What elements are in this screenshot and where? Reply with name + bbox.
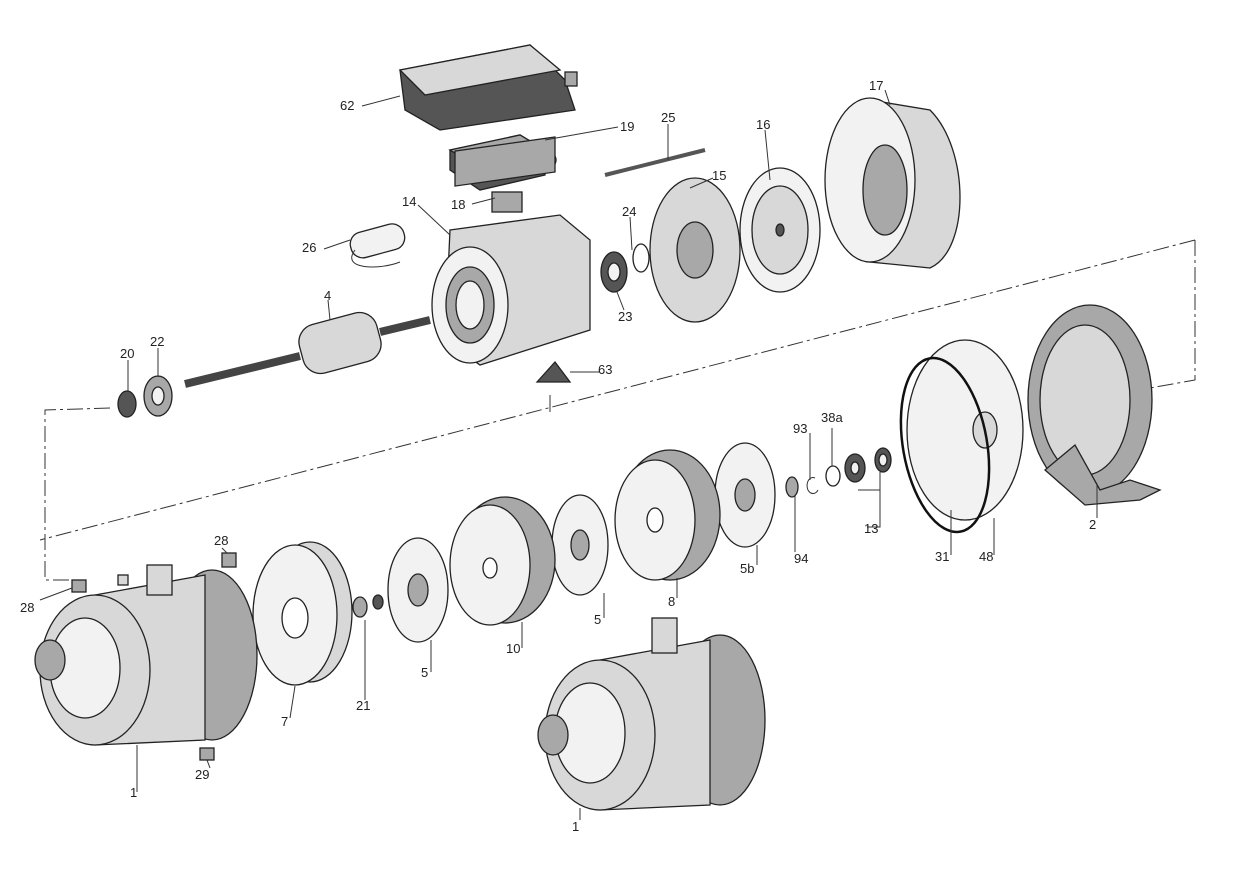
terminal-board-part xyxy=(491,191,523,213)
bearing-front-part xyxy=(143,375,173,417)
screw-part xyxy=(117,574,129,586)
label-7: 7 xyxy=(281,714,288,729)
impeller-last-part xyxy=(714,442,776,548)
spacer-part xyxy=(785,476,799,498)
label-23: 23 xyxy=(618,309,632,324)
capacitor-part xyxy=(349,223,406,268)
label-31: 31 xyxy=(935,549,949,564)
circlip-part xyxy=(806,477,819,494)
label-13: 13 xyxy=(864,521,878,536)
pump-casing-a-part xyxy=(34,564,258,746)
label-24: 24 xyxy=(622,204,636,219)
suction-diffuser-part xyxy=(252,541,353,686)
impeller-2-part xyxy=(551,494,609,596)
fan-part xyxy=(739,167,821,293)
label-62: 62 xyxy=(340,98,354,113)
diffuser-8-part xyxy=(614,449,721,581)
label-93: 93 xyxy=(793,421,807,436)
plug-top-part xyxy=(221,552,237,568)
label-25: 25 xyxy=(661,110,675,125)
plug-left-part xyxy=(71,579,87,593)
tie-rod-part xyxy=(604,148,706,177)
impeller-nut-part xyxy=(352,596,368,618)
label-21: 21 xyxy=(356,698,370,713)
label-20: 20 xyxy=(120,346,134,361)
diffuser-10-part xyxy=(449,496,556,626)
label-38a: 38a xyxy=(821,410,843,425)
label-15: 15 xyxy=(712,168,726,183)
label-5-upper: 5 xyxy=(594,612,601,627)
pump-casing-b-part xyxy=(537,617,766,811)
mechanical-seal-part xyxy=(844,447,892,483)
label-22: 22 xyxy=(150,334,164,349)
rotor-part xyxy=(184,311,431,388)
label-26: 26 xyxy=(302,240,316,255)
label-19: 19 xyxy=(620,119,634,134)
impeller-1-part xyxy=(387,537,449,643)
label-63: 63 xyxy=(598,362,612,377)
label-1-right: 1 xyxy=(572,819,579,834)
label-94: 94 xyxy=(794,551,808,566)
label-1-left: 1 xyxy=(130,785,137,800)
label-28-left: 28 xyxy=(20,600,34,615)
label-28-top: 28 xyxy=(214,533,228,548)
terminal-cover-part xyxy=(398,44,578,131)
impeller-washer-part xyxy=(372,594,384,610)
motor-frame-part xyxy=(431,136,591,366)
label-16: 16 xyxy=(756,117,770,132)
label-5b: 5b xyxy=(740,561,754,576)
fan-cover-part xyxy=(824,97,961,269)
bearing-rear-part xyxy=(600,251,628,293)
leader-lines xyxy=(39,89,1098,820)
label-2: 2 xyxy=(1089,517,1096,532)
part-labels: 62 19 25 16 17 15 18 14 24 26 4 23 20 22… xyxy=(20,78,1096,834)
label-48: 48 xyxy=(979,549,993,564)
label-14: 14 xyxy=(402,194,416,209)
label-18: 18 xyxy=(451,197,465,212)
nut-part xyxy=(117,390,137,418)
spring-washer-part xyxy=(632,243,650,273)
o-ring-part xyxy=(899,356,991,534)
label-4: 4 xyxy=(324,288,331,303)
pump-bracket-part xyxy=(1027,304,1162,506)
label-5-lower: 5 xyxy=(421,665,428,680)
washer-part xyxy=(825,465,841,487)
label-29: 29 xyxy=(195,767,209,782)
assembly-axis-lines xyxy=(39,239,1196,581)
foot-part xyxy=(535,360,572,412)
label-17: 17 xyxy=(869,78,883,93)
drain-plug-part xyxy=(199,747,215,761)
label-8: 8 xyxy=(668,594,675,609)
motor-bracket-part xyxy=(649,177,741,323)
seal-cover-part xyxy=(906,339,1024,521)
label-10: 10 xyxy=(506,641,520,656)
